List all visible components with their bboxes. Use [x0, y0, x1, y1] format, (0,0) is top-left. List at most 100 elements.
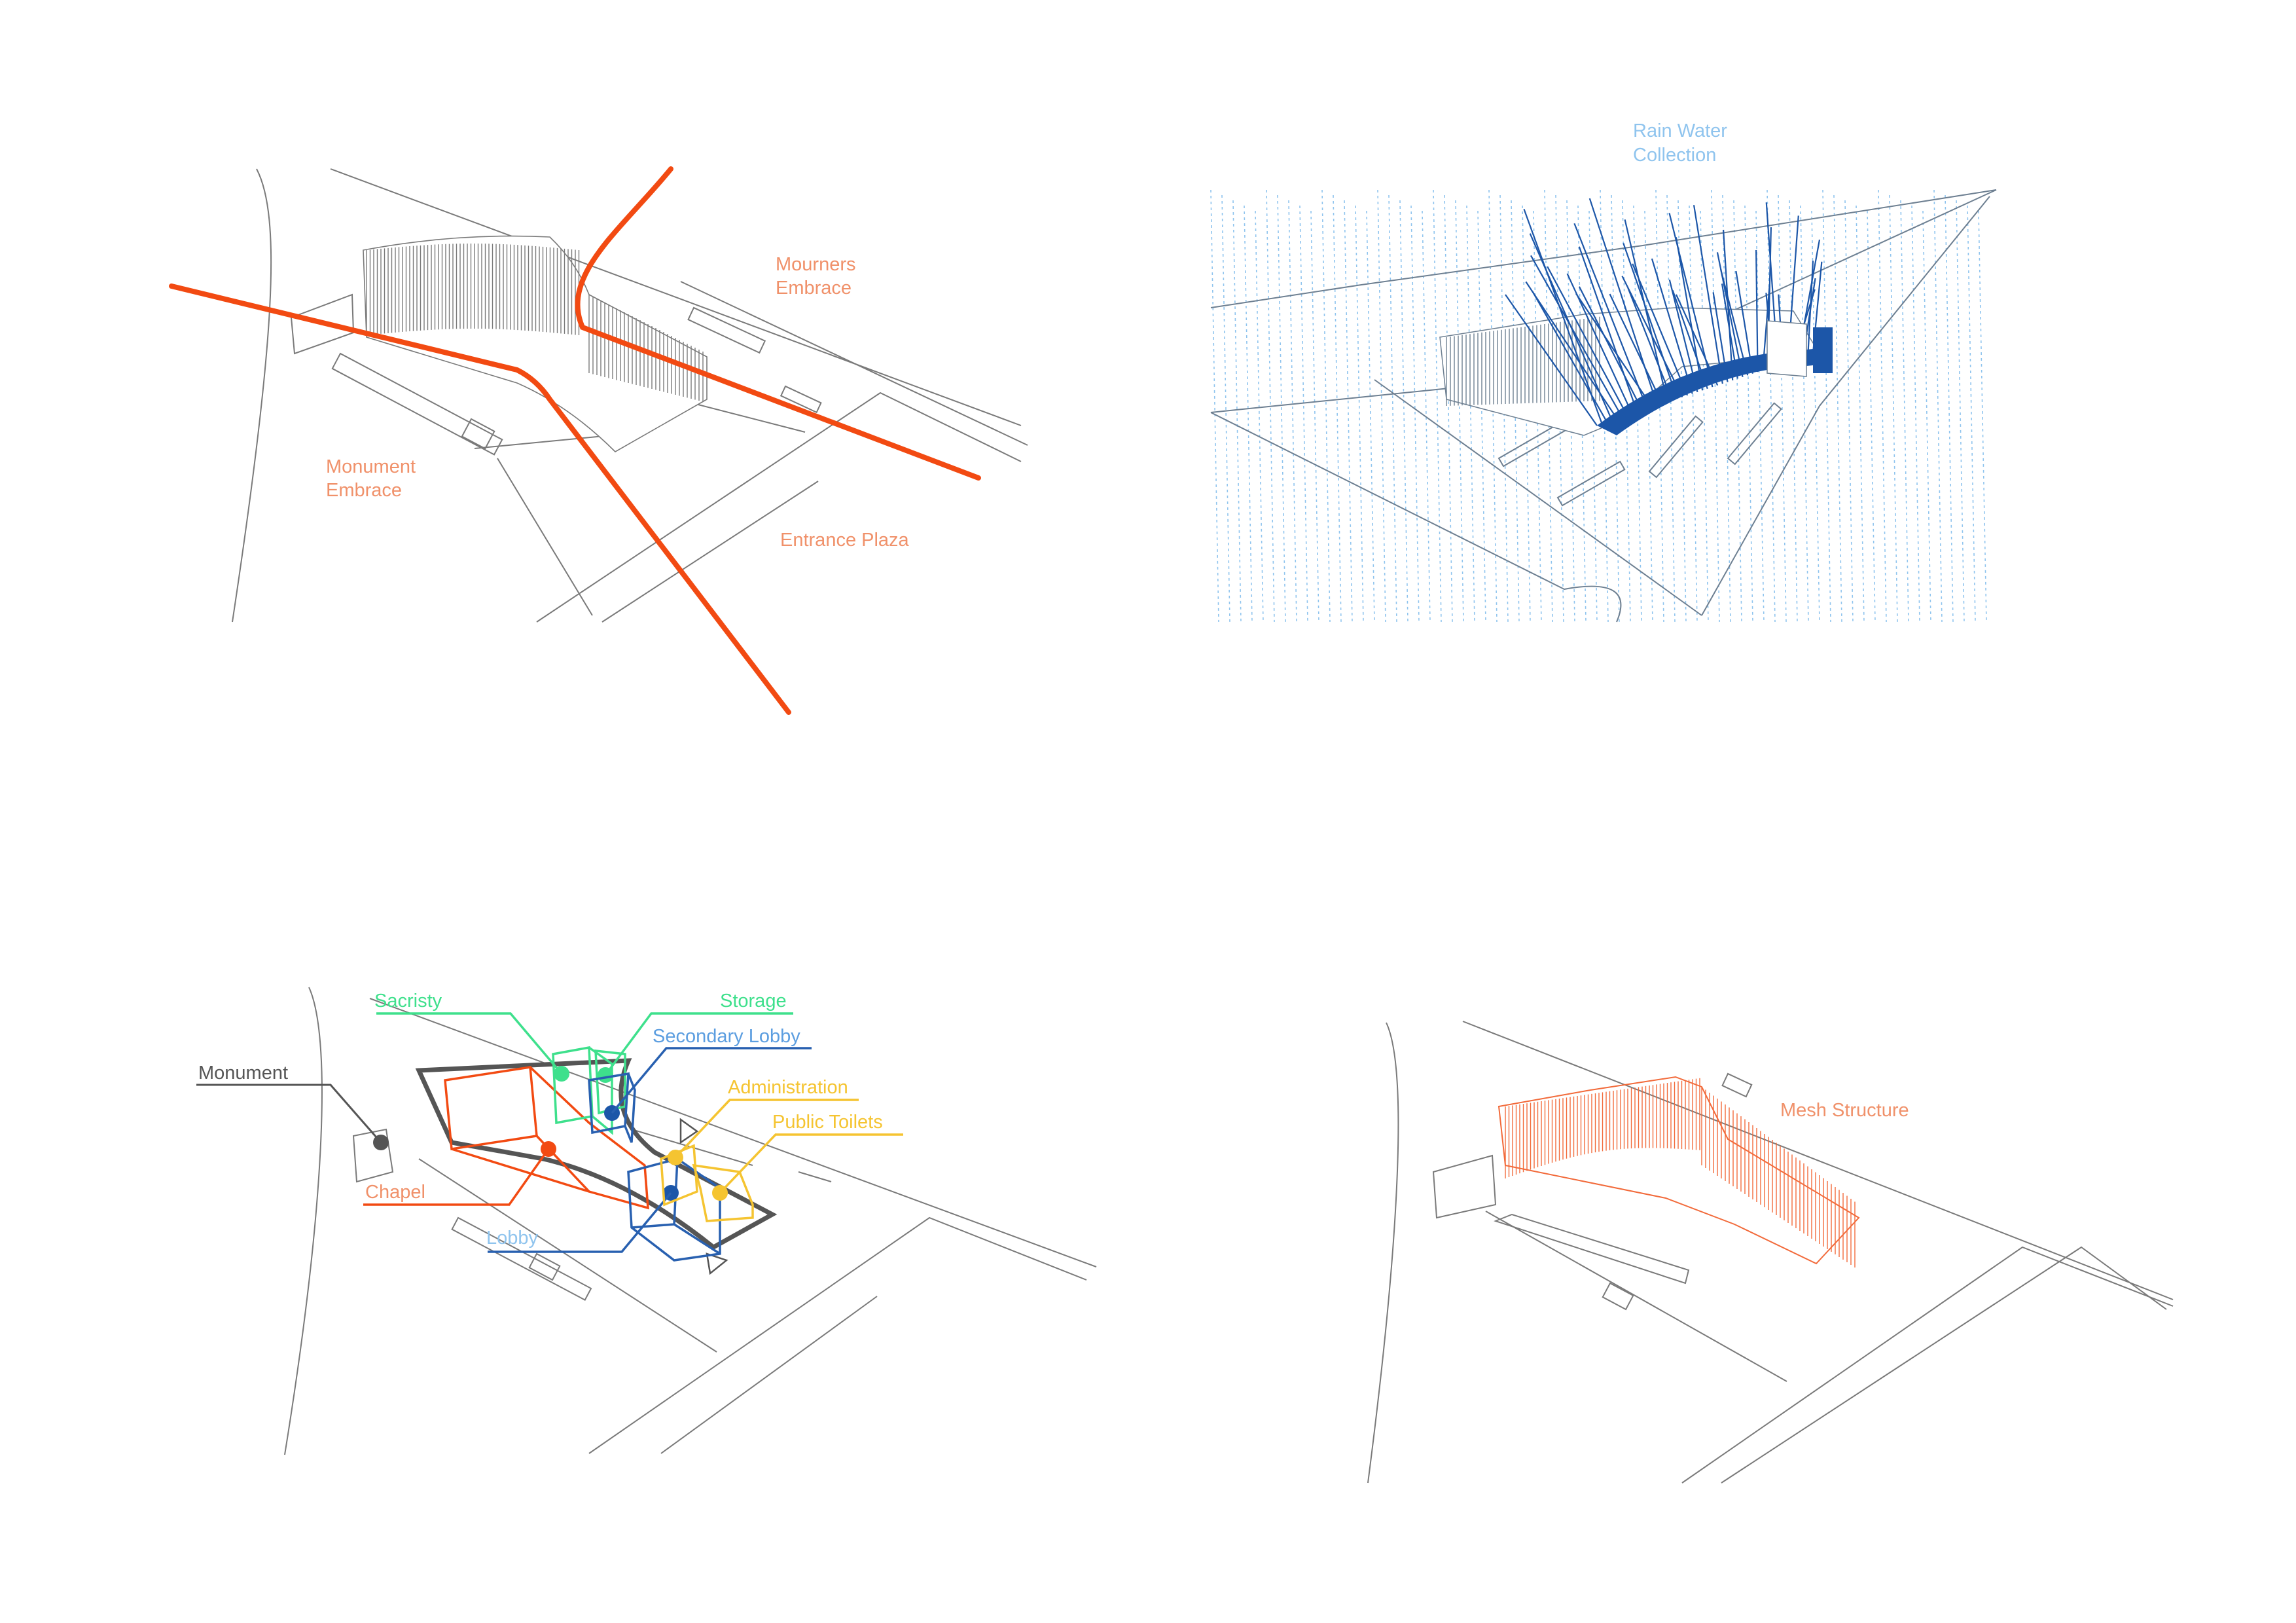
rain-streak: [1600, 189, 1609, 623]
rain-streak: [1922, 210, 1931, 623]
label-monument: Monument: [198, 1063, 288, 1084]
rain-streak: [1366, 210, 1375, 623]
collector-rod: [1530, 255, 1623, 418]
rain-streak: [1399, 200, 1408, 623]
rain-streak: [1455, 200, 1464, 623]
collector-rod: [1575, 293, 1653, 408]
rain-streak: [1744, 205, 1753, 623]
collector-rod: [1547, 266, 1628, 416]
rain-streak: [1388, 194, 1397, 623]
rain-streak: [1811, 210, 1820, 623]
rain-streak: [1410, 205, 1420, 623]
collector-rod: [1720, 269, 1749, 376]
structure-site-lines: [1367, 1021, 2174, 1484]
label-monument-embrace-line1: Monument: [326, 456, 416, 477]
administration-leader: [674, 1099, 859, 1159]
collector-rod: [1621, 276, 1683, 398]
rain-streak: [1911, 205, 1920, 623]
yellow-volumes: [660, 1099, 903, 1222]
rain-streak: [1800, 205, 1809, 623]
label-rain-water-line1: Rain Water: [1633, 120, 1727, 141]
rain-streak: [1733, 200, 1742, 623]
sacristy-leader: [376, 1012, 563, 1075]
program-site-lines: [284, 987, 1097, 1455]
label-mourners-line1: Mourners: [776, 254, 856, 275]
collector-rod: [1675, 237, 1704, 391]
label-mourners-line2: Embrace: [776, 278, 852, 299]
monument-marker-group: [196, 1084, 389, 1150]
mesh-fins: [1505, 1078, 1856, 1267]
rain-streak: [1956, 200, 1965, 623]
rain-streak: [1844, 200, 1854, 623]
program-triangles: [679, 1118, 728, 1275]
label-sacristy: Sacristy: [374, 991, 442, 1012]
collector-rod: [1632, 263, 1689, 396]
collector-rod: [1651, 258, 1693, 394]
public-toilets-leader: [719, 1133, 903, 1194]
label-chapel: Chapel: [365, 1182, 425, 1203]
rain-streak: [1755, 210, 1765, 623]
mesh-outline: [1498, 1076, 1860, 1265]
rain-streak: [1789, 200, 1798, 623]
rain-field: [1210, 189, 1987, 623]
rain-streak: [1833, 194, 1842, 623]
rain-streak: [1355, 205, 1364, 623]
rain-streak: [1422, 210, 1431, 623]
secondary-lobby-leader: [611, 1047, 812, 1114]
label-public-toilets: Public Toilets: [772, 1112, 883, 1133]
monument-leader: [196, 1084, 382, 1143]
rain-fins: [1446, 316, 1600, 406]
rain-streak: [1288, 200, 1297, 623]
mourners-embrace-path: [575, 166, 981, 481]
rain-streak: [1900, 200, 1909, 623]
collector-rod: [1505, 294, 1598, 426]
rain-streak: [1232, 200, 1242, 623]
rain-streak: [1266, 189, 1275, 623]
label-monument-embrace-line2: Embrace: [326, 480, 402, 501]
rain-streak: [1221, 194, 1230, 623]
rain-streak: [1778, 194, 1787, 623]
collector-rod: [1623, 243, 1678, 399]
rain-streak: [1244, 205, 1253, 623]
collector-rod: [1578, 246, 1638, 412]
rain-streak: [1967, 205, 1976, 623]
rain-streak: [1767, 189, 1776, 623]
building-fins: [366, 244, 704, 402]
rain-streak: [1867, 210, 1876, 623]
rain-streak: [1344, 200, 1353, 623]
panel-circulation: Mourners Embrace Monument Embrace Entran…: [169, 166, 1028, 715]
label-secondary-lobby: Secondary Lobby: [653, 1026, 800, 1047]
entry-arrow-icon: [706, 1252, 728, 1275]
rain-streak: [1533, 210, 1542, 623]
label-rain-water-line2: Collection: [1633, 145, 1716, 166]
rain-streak: [1444, 194, 1453, 623]
storage-leader: [604, 1012, 793, 1076]
panel-program: Monument Sacristy Storage Secondary Lobb…: [196, 987, 1097, 1455]
rain-streak: [1588, 210, 1598, 623]
rain-streak: [1544, 189, 1553, 623]
building-envelope: [415, 1058, 778, 1250]
collector-rod: [1525, 281, 1618, 420]
chapel-volume: [363, 1065, 649, 1210]
rain-streak: [1655, 189, 1664, 623]
rain-streak: [1321, 189, 1331, 623]
rain-streak: [1277, 194, 1286, 623]
rain-streak: [1978, 210, 1987, 623]
rain-streak: [1644, 210, 1653, 623]
lobby-leader: [488, 1192, 672, 1253]
rain-streak: [1666, 194, 1676, 623]
rain-streak: [1299, 205, 1308, 623]
collector-rod: [1755, 249, 1759, 373]
collector-rod: [1532, 291, 1608, 423]
rain-streak: [1856, 205, 1865, 623]
site-lines: [232, 168, 1028, 623]
rain-streak: [1488, 189, 1498, 623]
circulation-paths: [169, 166, 981, 715]
rain-streak: [1466, 205, 1475, 623]
label-storage: Storage: [720, 991, 787, 1012]
collection-gutter: [1597, 320, 1833, 435]
label-administration: Administration: [728, 1077, 848, 1098]
collector-rod: [1693, 205, 1723, 384]
rain-streak: [1377, 189, 1386, 623]
